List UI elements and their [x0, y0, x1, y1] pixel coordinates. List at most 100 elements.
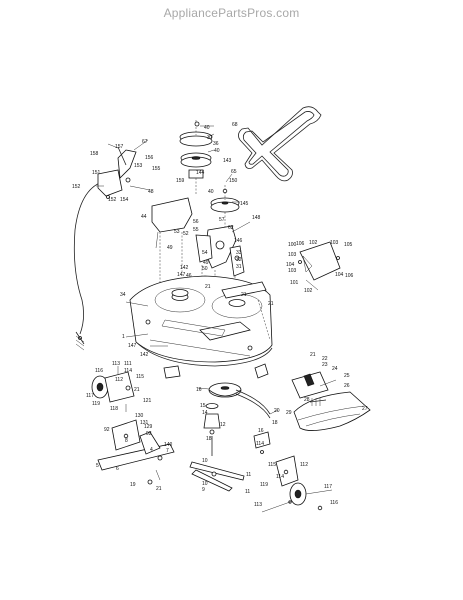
chute-spring-rod[interactable]	[309, 398, 327, 406]
callout-92: 92	[104, 427, 110, 433]
deck-lift-bracket[interactable]	[221, 281, 271, 341]
control-cable[interactable]	[73, 181, 103, 351]
spindle-mandrel[interactable]	[203, 403, 221, 457]
callout-152: 152	[72, 184, 81, 190]
leader-lines	[96, 125, 337, 513]
callout-106: 106	[296, 241, 305, 247]
belt-guard[interactable]	[151, 197, 193, 249]
callout-18: 18	[206, 436, 212, 442]
mower-blade[interactable]	[189, 461, 245, 492]
callout-104: 104	[286, 262, 295, 268]
chute-deflector[interactable]	[291, 371, 329, 399]
callout-21: 21	[241, 292, 247, 298]
belt-keeper-spring[interactable]	[235, 389, 271, 419]
callout-118: 118	[110, 406, 118, 412]
callout-11: 11	[246, 472, 251, 478]
callout-154: 154	[120, 197, 129, 203]
callout-152: 152	[108, 197, 117, 203]
callout-46: 46	[186, 273, 192, 279]
callout-21: 21	[310, 352, 316, 358]
callout-57: 57	[219, 217, 225, 223]
callout-103: 103	[288, 268, 297, 274]
callout-103: 103	[288, 252, 297, 258]
callout-112: 112	[115, 377, 123, 383]
center-drive-pulley[interactable]	[208, 382, 242, 398]
callout-24: 24	[332, 366, 338, 372]
front-gauge-wheel-left[interactable]	[91, 366, 135, 412]
callout-31: 31	[236, 264, 242, 270]
callout-131: 131	[140, 420, 149, 426]
mower-deck-housing[interactable]	[129, 275, 273, 367]
callout-40: 40	[208, 189, 214, 195]
callout-44: 44	[141, 214, 147, 220]
callout-157: 157	[115, 144, 124, 150]
callout-40: 40	[214, 148, 220, 154]
upper-idler-pulley-stack[interactable]	[179, 120, 213, 195]
callout-28: 28	[304, 397, 310, 403]
callout-15: 15	[200, 403, 206, 409]
callout-49: 49	[203, 260, 209, 266]
callout-55: 55	[193, 227, 199, 233]
callout-114: 114	[256, 441, 264, 447]
callout-5: 5	[96, 463, 99, 469]
callout-158: 158	[90, 151, 99, 157]
callout-14: 14	[202, 410, 208, 416]
callout-10: 10	[202, 458, 208, 464]
callout-29: 29	[286, 410, 292, 416]
callout-104: 104	[335, 272, 344, 278]
callout-156: 156	[145, 155, 154, 161]
callout-117: 117	[86, 393, 94, 399]
callout-32: 32	[236, 257, 242, 263]
callout-119: 119	[92, 401, 100, 407]
callout-101: 101	[290, 280, 299, 286]
blade-adapter[interactable]	[253, 431, 271, 454]
callout-92: 92	[146, 431, 152, 437]
callout-150: 150	[229, 178, 238, 184]
deck-hanger-left[interactable]	[97, 419, 175, 485]
callout-106: 106	[345, 273, 354, 279]
control-lever-assembly[interactable]	[97, 146, 151, 199]
callout-56: 56	[193, 219, 199, 225]
callout-22: 22	[322, 356, 328, 362]
callout-116: 116	[95, 368, 103, 374]
callout-18: 18	[272, 420, 278, 426]
callout-27: 27	[362, 406, 368, 412]
callout-36: 36	[213, 141, 219, 147]
callout-48: 48	[148, 189, 154, 195]
callout-145: 145	[240, 201, 249, 207]
callout-117: 117	[324, 484, 332, 490]
callout-16: 16	[258, 428, 264, 434]
callout-115: 115	[268, 462, 276, 468]
callout-129: 129	[144, 424, 153, 430]
callout-148: 148	[252, 215, 261, 221]
callout-102: 102	[304, 288, 313, 294]
callout-114: 114	[124, 368, 132, 374]
callout-37: 37	[207, 135, 213, 141]
callout-16: 16	[196, 387, 202, 393]
callout-62: 62	[228, 225, 234, 231]
callout-8: 8	[125, 438, 128, 444]
callout-100: 100	[288, 242, 297, 248]
callout-12: 12	[220, 422, 226, 428]
rear-gauge-wheel-right[interactable]	[275, 455, 323, 511]
callout-113: 113	[112, 361, 120, 367]
callout-25: 25	[344, 373, 350, 379]
callout-130: 130	[135, 413, 144, 419]
callout-155: 155	[152, 166, 161, 172]
callout-21: 21	[205, 284, 211, 290]
callout-111: 111	[124, 361, 132, 367]
callout-114: 114	[276, 474, 284, 480]
callout-102: 102	[309, 240, 318, 246]
callout-112: 112	[300, 462, 308, 468]
callout-labels: 40 37 36 40 143 144 159 65 150 40 145 68…	[72, 122, 368, 508]
callout-10: 10	[202, 481, 208, 487]
callout-140: 140	[164, 442, 173, 448]
callout-23: 23	[322, 362, 328, 368]
idler-pulley[interactable]	[210, 185, 240, 240]
side-guard-plate[interactable]	[298, 241, 341, 291]
drive-belt[interactable]	[238, 106, 322, 182]
deck-baffle[interactable]	[163, 363, 269, 379]
callout-105: 105	[344, 242, 353, 248]
idler-arm-bracket[interactable]	[195, 225, 245, 285]
